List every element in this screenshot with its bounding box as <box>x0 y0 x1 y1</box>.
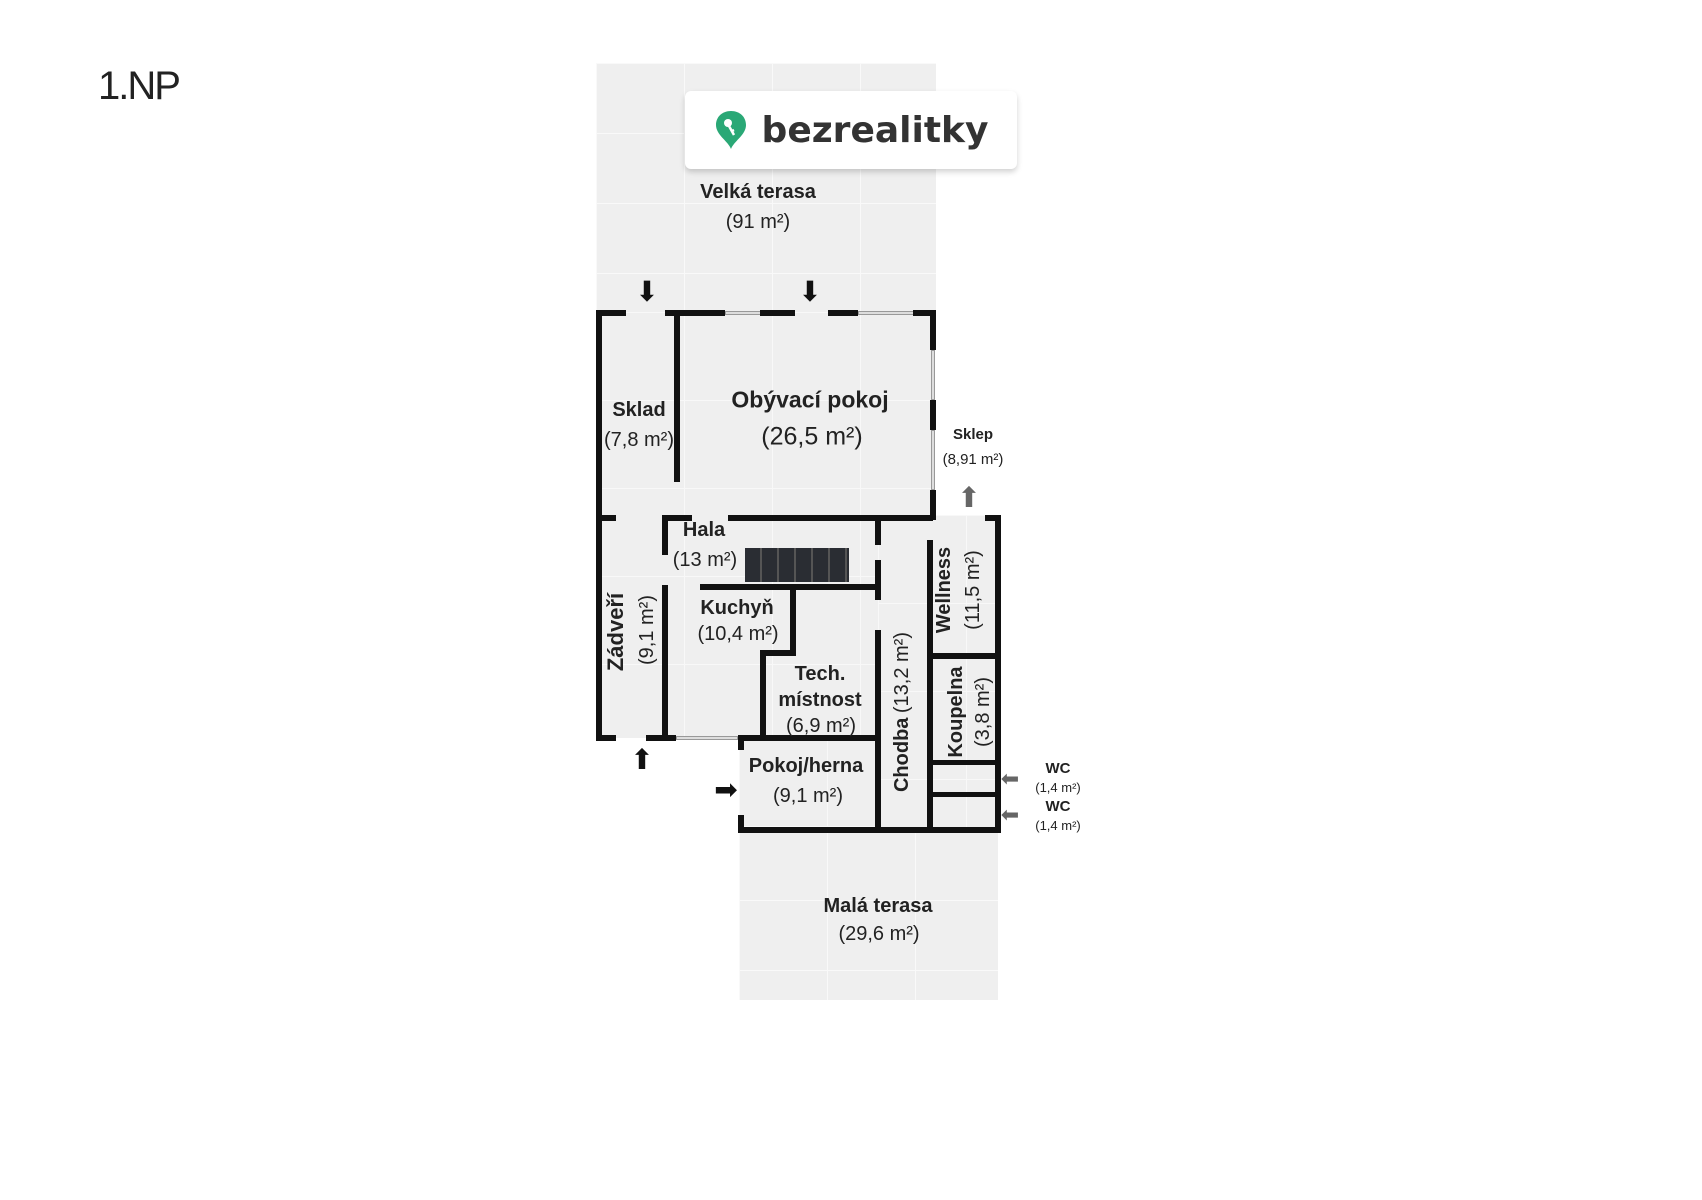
wc-arrow-left-icon: ⬅ <box>1000 766 1020 791</box>
room-area: (8,91 m²) <box>942 450 1004 468</box>
sklep-arrow-up-icon: ⬆ <box>957 482 981 513</box>
entrance-arrow-right-icon: ➡ <box>714 774 738 805</box>
window <box>676 736 738 740</box>
wall <box>596 310 602 738</box>
pokoj-floor <box>739 738 879 830</box>
room-name: Obývací pokoj <box>731 386 889 413</box>
room-area: (13 m²) <box>672 549 738 571</box>
room-area: (1,4 m²) <box>1035 779 1081 795</box>
room-name: Wellness <box>933 546 955 634</box>
wall <box>662 585 668 738</box>
chodba-label: Chodba (13,2 m²) <box>891 632 913 792</box>
wall <box>790 584 796 654</box>
wall <box>927 653 997 659</box>
staircase <box>745 548 849 582</box>
wall <box>662 515 668 555</box>
wall <box>760 650 766 738</box>
wall <box>995 515 1001 833</box>
wall <box>930 490 936 520</box>
room-area: (6,9 m²) <box>786 715 856 737</box>
wall <box>646 735 676 741</box>
wall <box>763 650 796 656</box>
room-name: místnost <box>778 689 862 711</box>
wall <box>738 827 998 833</box>
wall <box>665 310 725 316</box>
room-area: (11,5 m²) <box>962 550 984 630</box>
mala-terasa-area <box>739 830 998 1000</box>
wall <box>728 515 933 521</box>
east-wing-floor <box>878 515 998 830</box>
room-name: Tech. <box>794 663 846 685</box>
room-name: Zádveří <box>602 592 628 672</box>
wall <box>828 310 858 316</box>
room-area: (7,8 m²) <box>604 429 674 451</box>
wall <box>927 760 997 765</box>
window <box>931 350 935 400</box>
wall <box>738 815 744 833</box>
wall <box>875 560 881 600</box>
wall <box>596 515 616 521</box>
window <box>858 311 915 315</box>
room-name: WC <box>1045 797 1071 815</box>
room-area: (1,4 m²) <box>1035 817 1081 833</box>
wall <box>760 310 795 316</box>
brand-logo: bezrealitky <box>685 91 1017 169</box>
room-name: Chodba <box>891 717 913 793</box>
wall <box>875 515 881 545</box>
window <box>931 430 935 490</box>
room-area: (9,1 m²) <box>636 595 658 665</box>
entrance-arrow-down-icon: ⬇ <box>798 276 822 307</box>
wall <box>913 310 936 316</box>
brand-name: bezrealitky <box>761 109 989 151</box>
wall <box>985 515 998 521</box>
room-area: (26,5 m²) <box>761 422 863 451</box>
wall <box>596 735 616 741</box>
room-name: Kuchyň <box>700 597 774 619</box>
wall <box>927 540 933 833</box>
room-area: (10,4 m²) <box>697 623 779 645</box>
room-name: Malá terasa <box>823 895 933 917</box>
wall <box>674 312 680 482</box>
entrance-arrow-down-icon: ⬇ <box>635 276 659 307</box>
wall <box>930 310 936 350</box>
wall <box>930 400 936 430</box>
room-name: Velká terasa <box>700 181 816 203</box>
wall <box>738 735 744 750</box>
room-name: Koupelna <box>945 666 967 758</box>
wall <box>738 735 881 741</box>
wall <box>662 515 692 521</box>
floor-label: 1.NP <box>98 64 181 108</box>
room-name: WC <box>1045 759 1071 777</box>
room-name: Sklad <box>612 399 666 421</box>
room-name: Pokoj/herna <box>748 755 864 777</box>
wall <box>875 630 881 830</box>
wc-arrow-left-icon: ⬅ <box>1000 802 1020 827</box>
entrance-arrow-up-icon: ⬆ <box>630 744 654 775</box>
room-area: (3,8 m²) <box>972 677 994 747</box>
room-area: (29,6 m²) <box>838 923 920 945</box>
location-key-icon <box>715 111 746 149</box>
room-name: Hala <box>682 519 726 541</box>
wall <box>596 310 626 316</box>
wall <box>700 584 878 590</box>
wall <box>927 792 997 797</box>
room-area: (13,2 m²) <box>891 631 913 714</box>
room-area: (9,1 m²) <box>773 785 843 807</box>
room-area: (91 m²) <box>725 211 791 233</box>
room-name: Sklep <box>952 425 994 443</box>
